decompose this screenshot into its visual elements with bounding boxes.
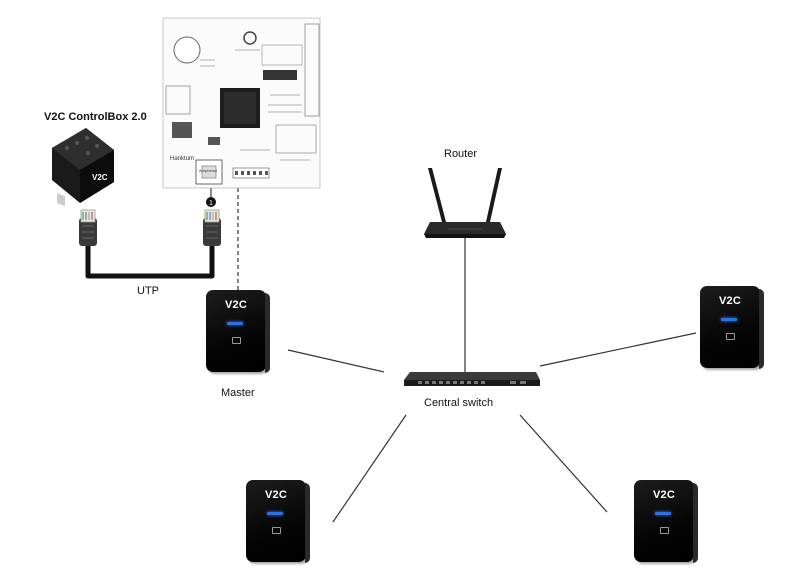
central-switch-device <box>404 372 540 386</box>
utp-label: UTP <box>137 285 159 297</box>
utp-cable <box>85 245 215 279</box>
charger-led <box>721 318 737 321</box>
link-master-switch <box>287 349 385 373</box>
connection-lines <box>237 188 697 523</box>
charger-socket-icon <box>272 527 281 534</box>
charger-body <box>246 480 306 562</box>
charger-led <box>655 512 671 515</box>
link-switch-bottom-left-charger <box>332 414 407 523</box>
charger-body <box>206 290 266 372</box>
link-switch-right-charger <box>539 332 697 367</box>
charger-right: V2C <box>700 286 764 370</box>
controlbox-label: V2C ControlBox 2.0 <box>44 111 147 123</box>
router-device <box>424 168 506 238</box>
charger-led <box>267 512 283 515</box>
board-connector-brand: Amphenol <box>199 168 217 173</box>
central-switch-label: Central switch <box>424 397 494 409</box>
charger-bottom-left: V2C <box>246 480 310 564</box>
charger-socket-icon <box>232 337 241 344</box>
controlbox-logo: V2C <box>92 173 108 182</box>
master-label: Master <box>221 387 255 399</box>
link-switch-bottom-right-charger <box>519 414 608 513</box>
charger-body <box>700 286 760 368</box>
controlbox-device: V2C <box>52 128 114 207</box>
router-label: Router <box>444 148 478 160</box>
charger-master: V2C <box>206 290 270 374</box>
board-side-brand: Hanktum <box>170 156 194 162</box>
charger-led <box>227 322 243 325</box>
charger-logo: V2C <box>719 295 741 307</box>
connector-number-text: 1 <box>209 200 213 207</box>
charger-logo: V2C <box>653 489 675 501</box>
charger-logo: V2C <box>265 489 287 501</box>
connector-number-marker: 1 <box>206 186 216 207</box>
charger-bottom-right: V2C <box>634 480 698 564</box>
control-board: Hanktum Amphenol <box>162 17 321 189</box>
charger-body <box>634 480 694 562</box>
rj45-plug-left <box>79 209 97 246</box>
rj45-plug-right <box>203 209 221 246</box>
charger-logo: V2C <box>225 299 247 311</box>
charger-socket-icon <box>726 333 735 340</box>
charger-socket-icon <box>660 527 669 534</box>
